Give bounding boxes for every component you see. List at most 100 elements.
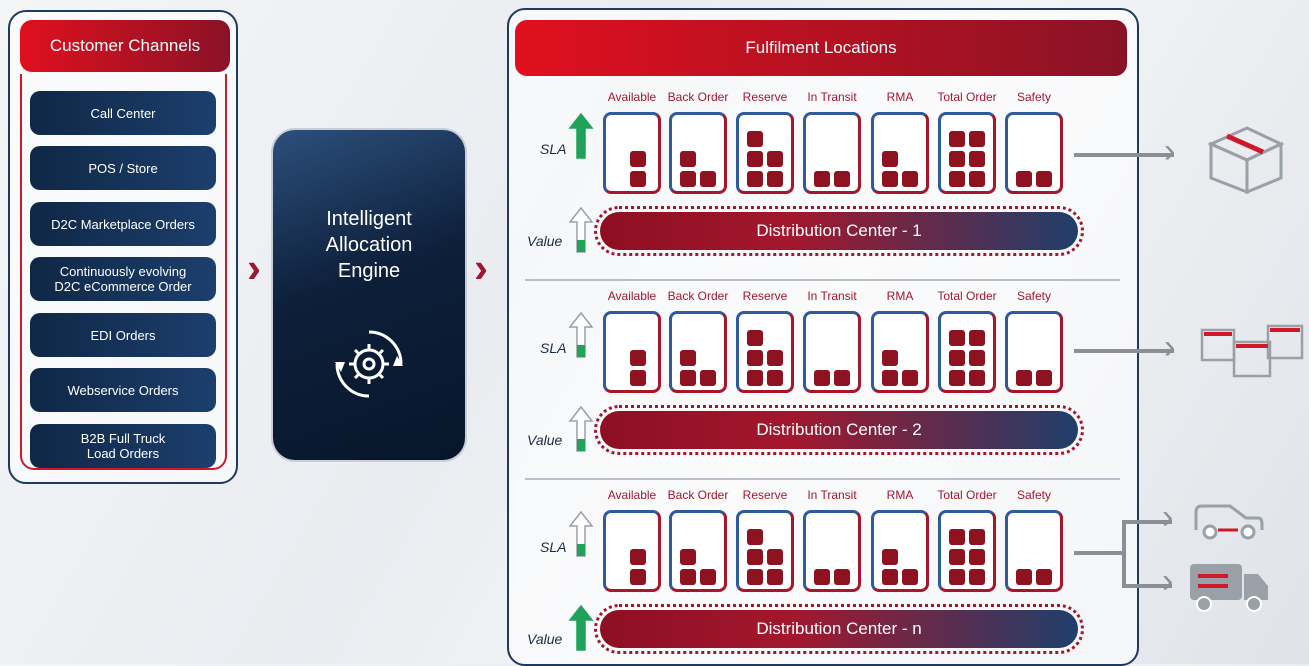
inventory-bin-safety[interactable]	[1005, 311, 1063, 393]
inventory-bin-reserve[interactable]	[736, 311, 794, 393]
inventory-bin-available[interactable]	[603, 112, 661, 194]
stock-unit	[747, 171, 763, 187]
stock-unit	[882, 151, 898, 167]
stock-unit	[969, 529, 985, 545]
stock-unit	[747, 131, 763, 147]
stock-unit	[882, 569, 898, 585]
sla-label: SLA	[540, 340, 567, 356]
inventory-bin-in-transit[interactable]	[803, 311, 861, 393]
stock-unit	[882, 171, 898, 187]
inventory-bin-reserve[interactable]	[736, 112, 794, 194]
customer-channels-title: Customer Channels	[20, 20, 230, 72]
stock-unit	[949, 569, 965, 585]
distribution-center-bar[interactable]: Distribution Center - n	[594, 604, 1084, 654]
stock-unit	[949, 171, 965, 187]
inventory-bin-back-order[interactable]	[669, 311, 727, 393]
stock-unit	[969, 370, 985, 386]
stock-unit	[834, 370, 850, 386]
inventory-bin-back-order[interactable]	[669, 112, 727, 194]
channel-webservice-orders[interactable]: Webservice Orders	[30, 368, 216, 412]
stock-unit	[969, 131, 985, 147]
stock-unit	[630, 370, 646, 386]
chevron-right-icon: ›	[474, 244, 488, 291]
channel-edi-orders[interactable]: EDI Orders	[30, 313, 216, 357]
stock-unit	[902, 569, 918, 585]
stock-unit	[630, 171, 646, 187]
column-label: Back Order	[667, 289, 729, 303]
stock-unit	[969, 549, 985, 565]
stock-unit	[747, 350, 763, 366]
stock-unit	[882, 350, 898, 366]
stock-unit	[814, 569, 830, 585]
stock-unit	[949, 151, 965, 167]
arrow-line	[1122, 520, 1172, 524]
stock-unit	[747, 569, 763, 585]
arrow-right-icon: ›	[1162, 562, 1174, 600]
stock-unit	[767, 171, 783, 187]
column-label: Safety	[1016, 90, 1052, 104]
inventory-bin-rma[interactable]	[871, 112, 929, 194]
inventory-bin-total-order[interactable]	[938, 510, 996, 592]
stock-unit	[630, 569, 646, 585]
value-label: Value	[527, 631, 563, 647]
arrow-right-icon: ›	[1164, 132, 1176, 170]
stock-unit	[747, 549, 763, 565]
channel-b2b-ftl[interactable]: B2B Full Truck Load Orders	[30, 424, 216, 468]
inventory-bin-back-order[interactable]	[669, 510, 727, 592]
inventory-bin-in-transit[interactable]	[803, 112, 861, 194]
stock-unit	[680, 549, 696, 565]
channel-call-center[interactable]: Call Center	[30, 91, 216, 135]
arrow-right-icon: ›	[1162, 498, 1174, 536]
column-label: Available	[607, 488, 657, 502]
arrow-line	[1074, 551, 1124, 555]
channel-pos-store[interactable]: POS / Store	[30, 146, 216, 190]
inventory-bin-safety[interactable]	[1005, 112, 1063, 194]
column-label: Total Order	[937, 289, 997, 303]
inventory-bin-available[interactable]	[603, 510, 661, 592]
stock-unit	[767, 350, 783, 366]
column-label: Total Order	[937, 90, 997, 104]
truck-icon	[1190, 564, 1268, 612]
sla-arrow-icon	[568, 311, 594, 358]
stock-unit	[767, 549, 783, 565]
column-label: Back Order	[667, 488, 729, 502]
distribution-center-bar[interactable]: Distribution Center - 1	[594, 206, 1084, 256]
stock-unit	[902, 370, 918, 386]
inventory-bin-rma[interactable]	[871, 510, 929, 592]
stock-unit	[969, 350, 985, 366]
column-label: Reserve	[742, 488, 788, 502]
stock-unit	[949, 549, 965, 565]
inventory-bin-reserve[interactable]	[736, 510, 794, 592]
column-label: Available	[607, 289, 657, 303]
allocation-engine-card: Intelligent Allocation Engine	[273, 130, 465, 460]
inventory-bin-total-order[interactable]	[938, 112, 996, 194]
stock-unit	[949, 350, 965, 366]
column-label: In Transit	[807, 289, 857, 303]
inventory-bin-safety[interactable]	[1005, 510, 1063, 592]
arrow-branch	[1122, 520, 1126, 586]
sla-arrow-icon	[568, 510, 594, 557]
distribution-center-bar[interactable]: Distribution Center - 2	[594, 405, 1084, 455]
stock-unit	[969, 171, 985, 187]
inventory-bin-available[interactable]	[603, 311, 661, 393]
inventory-bin-in-transit[interactable]	[803, 510, 861, 592]
stock-unit	[630, 151, 646, 167]
engine-title: Intelligent Allocation Engine	[325, 208, 413, 282]
stock-unit	[700, 569, 716, 585]
column-label: RMA	[886, 90, 914, 104]
stock-unit	[1036, 370, 1052, 386]
stock-unit	[1036, 569, 1052, 585]
stock-unit	[814, 370, 830, 386]
section-divider	[525, 478, 1120, 480]
multiple-boxes-icon	[1200, 324, 1304, 378]
column-label: RMA	[886, 488, 914, 502]
stock-unit	[747, 330, 763, 346]
arrow-line	[1074, 153, 1174, 157]
column-label: Available	[607, 90, 657, 104]
value-label: Value	[527, 233, 563, 249]
channel-d2c-marketplace[interactable]: D2C Marketplace Orders	[30, 202, 216, 246]
column-label: Safety	[1016, 488, 1052, 502]
inventory-bin-total-order[interactable]	[938, 311, 996, 393]
inventory-bin-rma[interactable]	[871, 311, 929, 393]
channel-d2c-ecommerce[interactable]: Continuously evolving D2C eCommerce Orde…	[30, 257, 216, 301]
